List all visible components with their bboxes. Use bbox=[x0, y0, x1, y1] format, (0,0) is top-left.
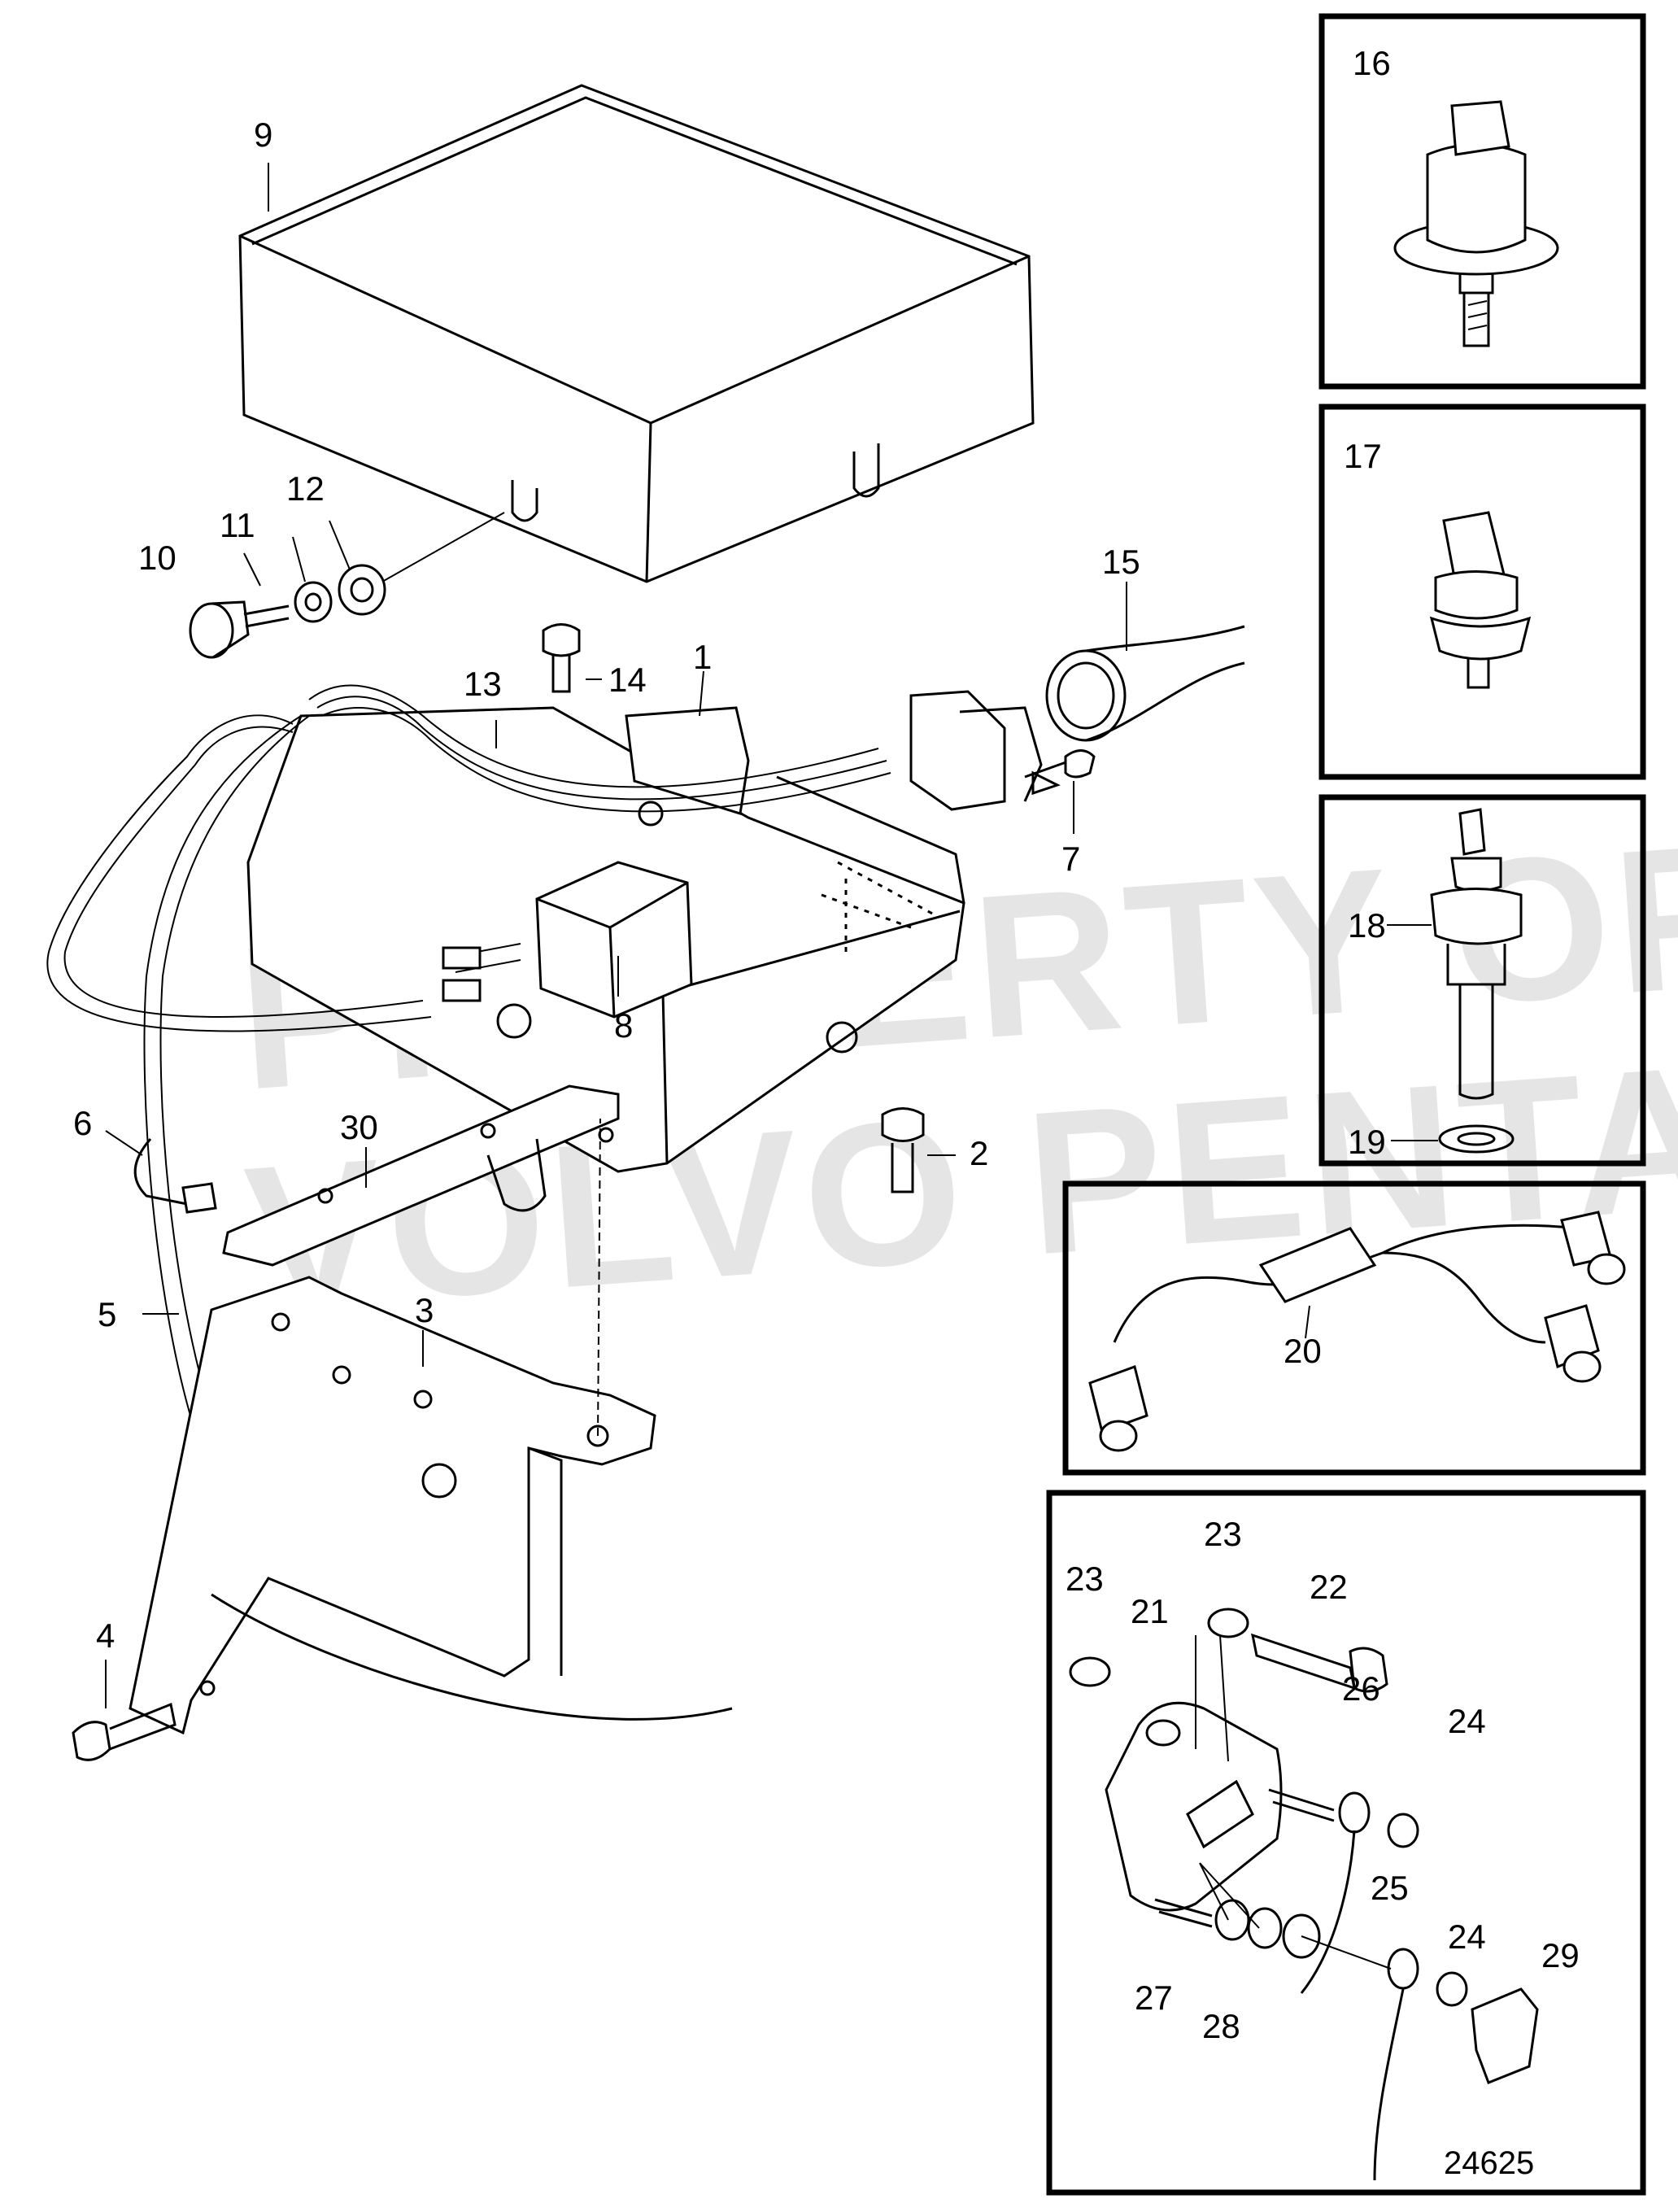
callout-22: 22 bbox=[1310, 1568, 1348, 1606]
callout-11: 11 bbox=[220, 506, 255, 544]
callout-24b: 24 bbox=[1448, 1918, 1486, 1956]
callout-14: 14 bbox=[608, 661, 647, 699]
switch-component bbox=[535, 861, 693, 1019]
callout-3: 3 bbox=[415, 1291, 434, 1329]
callout-24a: 24 bbox=[1448, 1702, 1486, 1740]
callout-21: 21 bbox=[1131, 1592, 1169, 1630]
callout-7: 7 bbox=[1061, 840, 1080, 878]
cable-tie-6 bbox=[133, 1138, 217, 1214]
inset-panel-16 bbox=[1318, 13, 1646, 390]
callout-2: 2 bbox=[970, 1134, 988, 1172]
wire-harness bbox=[46, 684, 891, 1433]
callout-20: 20 bbox=[1284, 1332, 1322, 1370]
screw-2 bbox=[881, 1107, 925, 1193]
callout-10: 10 bbox=[138, 539, 177, 577]
callout-1: 1 bbox=[693, 638, 712, 676]
inset-panel-21-29 bbox=[1046, 1490, 1646, 2196]
cap-nut-and-washers bbox=[189, 512, 505, 659]
callout-15: 15 bbox=[1102, 543, 1140, 581]
callout-labels: 1 2 3 4 5 6 7 8 9 10 11 12 13 14 15 16 1… bbox=[73, 44, 1580, 2045]
cover-box bbox=[238, 84, 1035, 583]
callout-6: 6 bbox=[73, 1104, 92, 1142]
inset-panel-18-19 bbox=[1318, 794, 1646, 1167]
callout-23b: 23 bbox=[1204, 1515, 1242, 1553]
callout-17: 17 bbox=[1344, 437, 1382, 475]
callout-28: 28 bbox=[1202, 2007, 1240, 2045]
callout-8: 8 bbox=[614, 1006, 633, 1045]
callout-16: 16 bbox=[1353, 44, 1391, 82]
callout-23a: 23 bbox=[1066, 1560, 1104, 1598]
callout-27: 27 bbox=[1135, 1979, 1173, 2017]
callout-12: 12 bbox=[286, 469, 325, 508]
reference-number: 24625 bbox=[1444, 2145, 1534, 2181]
inset-panel-20 bbox=[1062, 1180, 1646, 1476]
callout-4: 4 bbox=[96, 1616, 115, 1655]
callout-18: 18 bbox=[1348, 906, 1386, 945]
round-connector-plug bbox=[909, 625, 1245, 811]
callout-19: 19 bbox=[1348, 1123, 1386, 1161]
callout-25: 25 bbox=[1371, 1869, 1409, 1907]
mounting-bracket-3 bbox=[129, 1118, 733, 1735]
inset-panel-17 bbox=[1318, 404, 1646, 780]
callout-26: 26 bbox=[1342, 1669, 1380, 1708]
leader-lines bbox=[105, 163, 1127, 1708]
callout-30: 30 bbox=[340, 1108, 378, 1146]
bolt-4 bbox=[72, 1702, 177, 1761]
support-plate-30 bbox=[222, 1084, 620, 1267]
callout-9: 9 bbox=[254, 116, 272, 154]
callout-5: 5 bbox=[98, 1295, 116, 1333]
callout-29: 29 bbox=[1541, 1936, 1580, 1974]
callout-13: 13 bbox=[464, 665, 502, 703]
